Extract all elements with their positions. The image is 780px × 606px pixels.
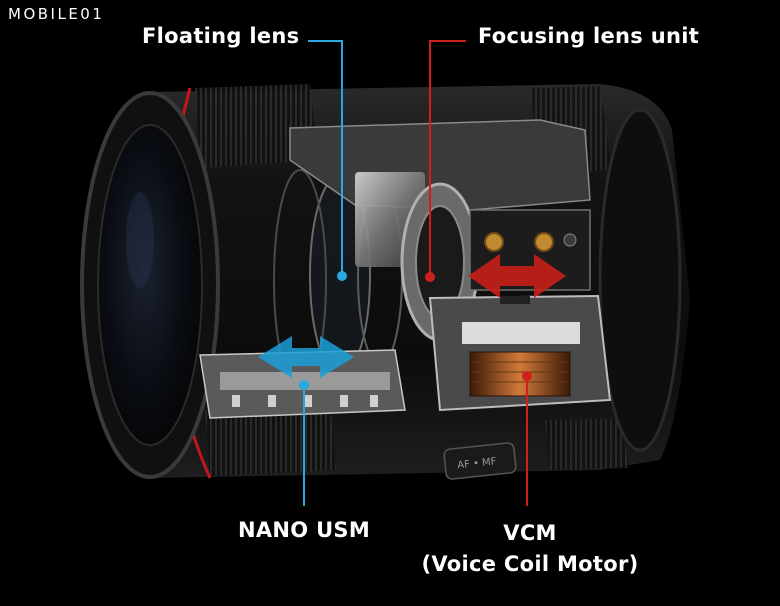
- floating-lens-label: Floating lens: [142, 24, 300, 48]
- nano-usm-label: NANO USM: [238, 518, 371, 542]
- red-double-arrow: [468, 254, 566, 298]
- callout-line-vcm: [522, 371, 532, 506]
- logo-text: MOBILE01: [8, 5, 105, 23]
- callout-line-focusing: [425, 40, 466, 282]
- callout-line-floating: [308, 40, 347, 281]
- blue-double-arrow: [258, 336, 354, 378]
- focusing-lens-unit-label: Focusing lens unit: [478, 24, 700, 48]
- callout-line-nano: [299, 380, 309, 506]
- af-mf-switch-label: AF • MF: [457, 456, 497, 471]
- vcm-motor: [428, 294, 612, 412]
- af-mf-switch: AF • MF: [443, 442, 517, 480]
- vcm-label: VCM (Voice Coil Motor): [410, 518, 650, 580]
- front-lens-element: [80, 91, 220, 479]
- vcm-label-line1: VCM: [503, 521, 557, 545]
- vcm-label-line2: (Voice Coil Motor): [421, 552, 639, 576]
- mobile01-logo: MOBILE01: [8, 5, 104, 23]
- focusing-mechanism: [289, 119, 591, 342]
